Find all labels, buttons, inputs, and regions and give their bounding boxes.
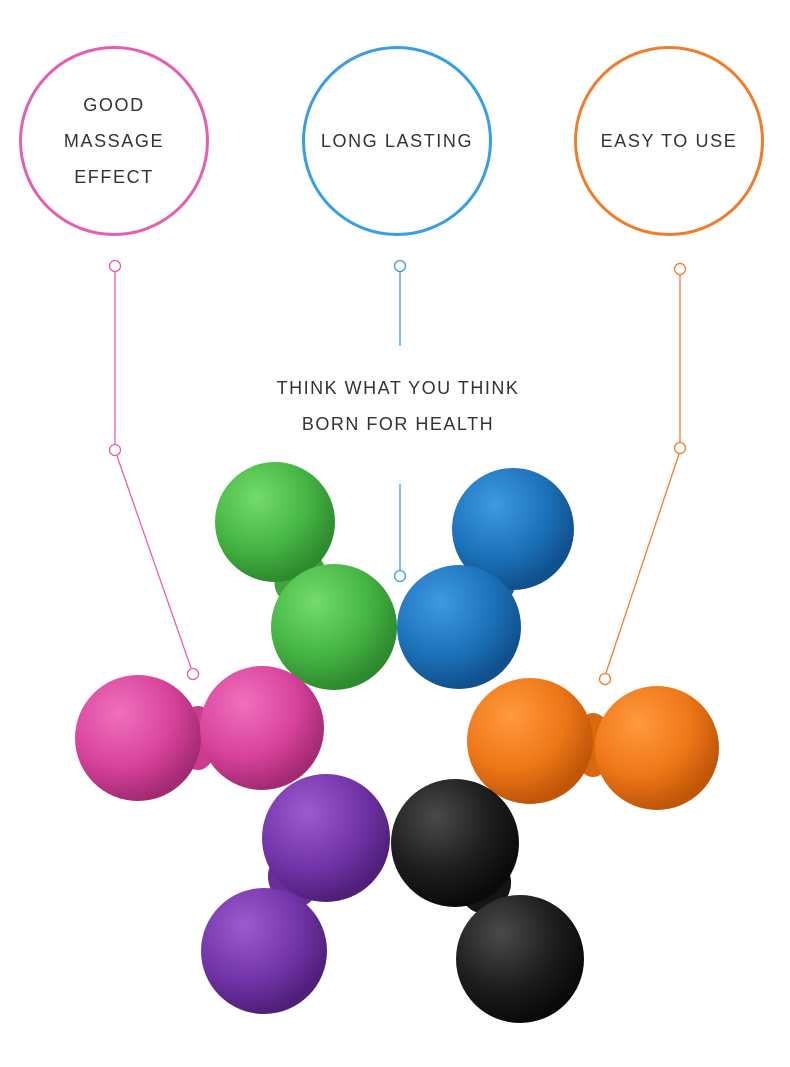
tagline-line-1: THINK WHAT YOU THINK <box>276 378 520 398</box>
feature-text-line: MASSAGE EFFECT <box>63 131 165 187</box>
feature-text-line: EASY TO USE <box>600 131 738 151</box>
feature-circle-massage-effect: GOOD MASSAGE EFFECT <box>19 46 209 236</box>
connector-blue <box>393 259 407 583</box>
pink-massage-ball <box>75 666 324 801</box>
connector-orange <box>598 262 687 686</box>
orange-massage-ball <box>467 678 719 810</box>
feature-circle-long-lasting: LONG LASTING <box>302 46 492 236</box>
purple-massage-ball <box>201 774 390 1014</box>
tagline-line-2: BORN FOR HEALTH <box>301 414 495 434</box>
connector-pink <box>108 259 200 681</box>
blue-massage-ball <box>397 468 574 689</box>
feature-text-line: LONG LASTING <box>320 131 474 151</box>
feature-circle-easy-to-use: EASY TO USE <box>574 46 764 236</box>
feature-text-line: GOOD <box>83 95 145 115</box>
black-massage-ball <box>391 779 584 1023</box>
green-massage-ball <box>215 462 397 690</box>
